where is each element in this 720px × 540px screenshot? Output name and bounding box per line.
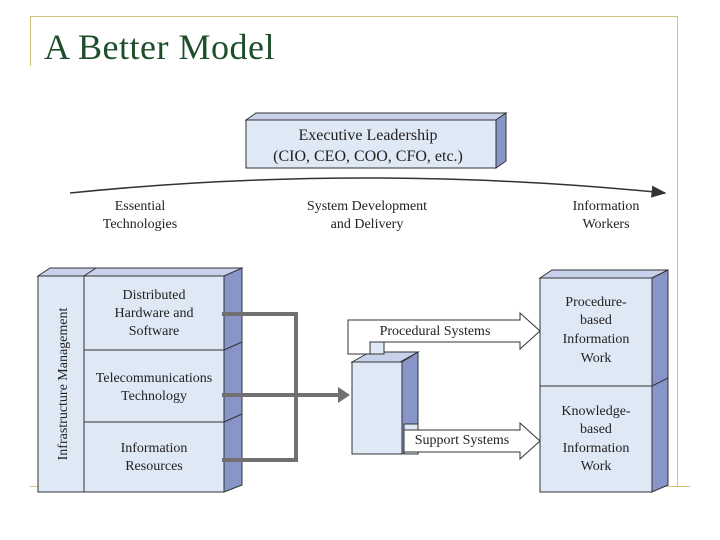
procedural-systems-arrow (347, 311, 541, 355)
spectrum-arc-left-head (70, 178, 365, 193)
work-lower-line-1: Knowledge- (561, 404, 631, 419)
spectrum-center-line-1: System Development (307, 199, 427, 214)
block-telecom-line-2: Technology (121, 389, 187, 404)
frame-bottom-right-line (650, 486, 690, 487)
work-upper-line-1: Procedure- (565, 295, 627, 310)
connector-arrowhead (338, 387, 350, 403)
support-systems-label: Support Systems (415, 433, 510, 448)
frame-top-line (30, 16, 678, 17)
spectrum-right-line-2: Workers (582, 217, 629, 232)
block-hardware-line-2: Hardware and (115, 306, 194, 321)
block-hardware-line-3: Software (129, 324, 180, 339)
block-telecom-line-1: Telecommunications (96, 371, 212, 386)
work-lower-line-2: based (580, 422, 612, 437)
block-resources-line-1: Information (121, 441, 188, 456)
executive-line-2: (CIO, CEO, COO, CFO, etc.) (273, 148, 463, 165)
spectrum-left-line-2: Technologies (103, 217, 177, 232)
work-upper-line-4: Work (581, 351, 612, 366)
block-resources-line-2: Resources (125, 459, 183, 474)
procedural-systems-label: Procedural Systems (380, 324, 491, 339)
work-lower-line-3: Information (563, 441, 630, 456)
information-work-stack (538, 269, 669, 493)
frame-right-line (677, 16, 678, 486)
frame-left-line (30, 16, 31, 66)
executive-line-1: Executive Leadership (298, 127, 437, 144)
spectrum-right-line-1: Information (573, 199, 640, 214)
executive-leadership-box: Executive Leadership (CIO, CEO, COO, CFO… (244, 112, 508, 169)
block-hardware-line-1: Distributed (123, 288, 186, 303)
infrastructure-stack (36, 267, 244, 493)
work-upper-line-3: Information (563, 332, 630, 347)
spectrum-arc (69, 177, 667, 198)
infrastructure-side-label: Infrastructure Management (56, 308, 71, 461)
support-systems-arrow (403, 421, 541, 461)
infrastructure-connector (222, 312, 338, 462)
work-upper-line-2: based (580, 313, 612, 328)
slide-title: A Better Model (44, 27, 275, 67)
spectrum-left-line-1: Essential (115, 199, 166, 214)
spectrum-center-line-2: and Delivery (331, 217, 404, 232)
work-lower-line-4: Work (581, 459, 612, 474)
